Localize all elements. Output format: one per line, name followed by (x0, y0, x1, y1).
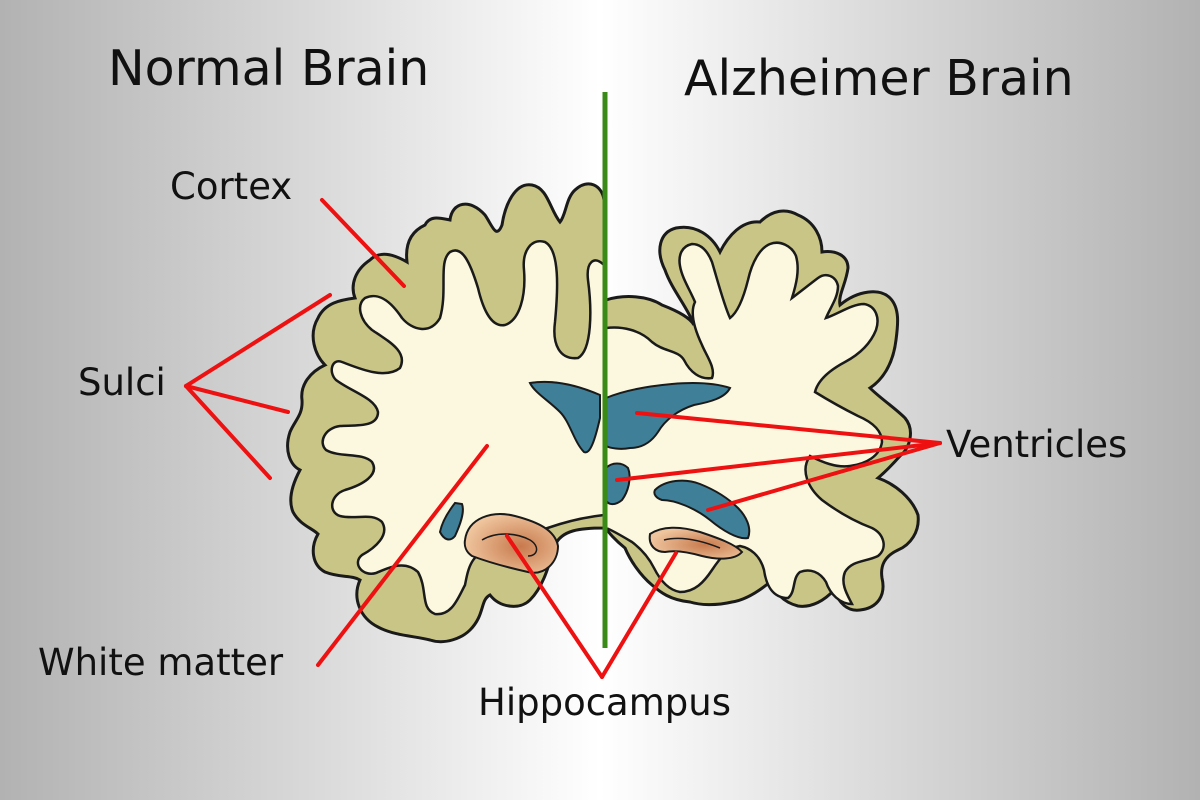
normal-brain-hippocampus-curl (481, 533, 538, 557)
hippocampus-pointer-line-1 (505, 534, 604, 679)
sulci-pointer-line-1 (184, 293, 332, 388)
alzheimer-brain-ventricle-middle (605, 462, 631, 506)
normal-brain-title: Normal Brain (108, 40, 430, 97)
normal-brain-ventricle-lower (438, 501, 464, 541)
normal-brain-ventricle (528, 380, 601, 454)
sulci-pointer-line-2 (184, 384, 290, 414)
normal-brain-white-matter (321, 239, 606, 616)
hippocampus-pointer-line-2 (600, 551, 678, 679)
cortex-label: Cortex (170, 165, 293, 208)
white-matter-pointer-line (316, 444, 489, 667)
alzheimer-brain-ventricle-lower (653, 479, 751, 540)
ventricles-pointer-line-1 (635, 411, 942, 445)
ventricles-pointer-line-3 (706, 441, 942, 512)
alzheimer-brain-title: Alzheimer Brain (684, 50, 1074, 107)
ventricles-label: Ventricles (946, 423, 1128, 466)
ventricles-pointer-line-2 (615, 441, 942, 482)
hippocampus-label: Hippocampus (478, 681, 731, 724)
alzheimer-brain-hippocampus-curl (663, 537, 721, 549)
pointer-lines (184, 198, 942, 679)
white-matter-label: White matter (38, 641, 284, 684)
sulci-label: Sulci (78, 361, 166, 404)
sulci-pointer-line-3 (184, 384, 272, 480)
cortex-pointer-line (320, 198, 406, 288)
alzheimer-brain-hippocampus (648, 526, 744, 560)
normal-brain (286, 182, 606, 644)
alzheimer-brain (604, 209, 920, 612)
